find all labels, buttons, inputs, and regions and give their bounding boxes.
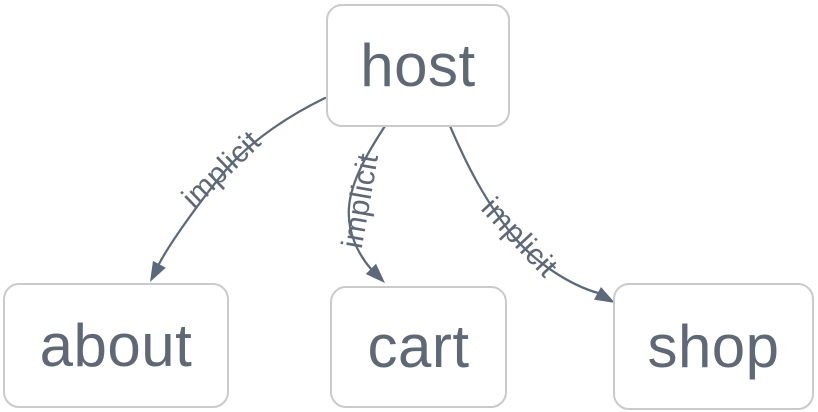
node-about: about	[3, 283, 229, 408]
arrowhead-host-about-icon	[150, 260, 166, 282]
node-host: host	[326, 4, 510, 127]
node-shop-label: shop	[647, 312, 780, 380]
node-cart-label: cart	[367, 313, 470, 380]
arrowhead-host-shop-icon	[594, 287, 615, 303]
node-about-label: about	[39, 311, 193, 379]
edge-host-shop	[448, 124, 600, 295]
edge-host-cart	[347, 124, 387, 271]
node-host-label: host	[360, 31, 476, 99]
arrowhead-host-cart-icon	[365, 263, 385, 283]
node-shop: shop	[613, 283, 814, 410]
node-cart: cart	[330, 286, 507, 408]
edge-host-about	[157, 96, 327, 266]
